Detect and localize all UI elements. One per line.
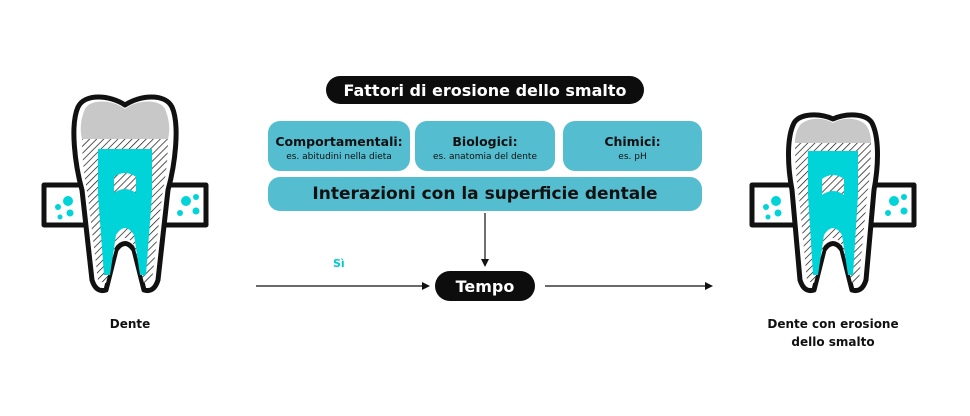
arrow-right-icon (545, 282, 713, 290)
healthy-tooth-icon (41, 94, 209, 293)
right-tooth-caption: Dente con erosione dello smalto (748, 315, 918, 351)
surface-interaction-bar: Interazioni con la superficie dentale (268, 177, 702, 211)
left-tooth-caption: Dente (109, 317, 151, 331)
factor-example: es. abitudini nella dieta (286, 152, 392, 162)
factor-biological: Biologici: es. anatomia del dente (415, 121, 555, 171)
right-caption-line1: Dente con erosione (767, 317, 899, 331)
factor-example: es. pH (618, 152, 647, 162)
diagram-title: Fattori di erosione dello smalto (326, 76, 644, 104)
factor-title: Chimici: (604, 134, 661, 149)
arrow-right-icon (256, 282, 430, 290)
factor-title: Comportamentali: (275, 134, 403, 149)
eroded-tooth-icon (749, 112, 917, 293)
factor-chemical: Chimici: es. pH (563, 121, 702, 171)
factor-title: Biologici: (452, 134, 518, 149)
arrow-down-icon (481, 213, 489, 267)
factor-example: es. anatomia del dente (433, 152, 537, 162)
time-pill: Tempo (435, 271, 535, 301)
factor-behavioral: Comportamentali: es. abitudini nella die… (268, 121, 410, 171)
yes-label: Sì (333, 257, 345, 270)
right-caption-line2: dello smalto (791, 335, 875, 349)
